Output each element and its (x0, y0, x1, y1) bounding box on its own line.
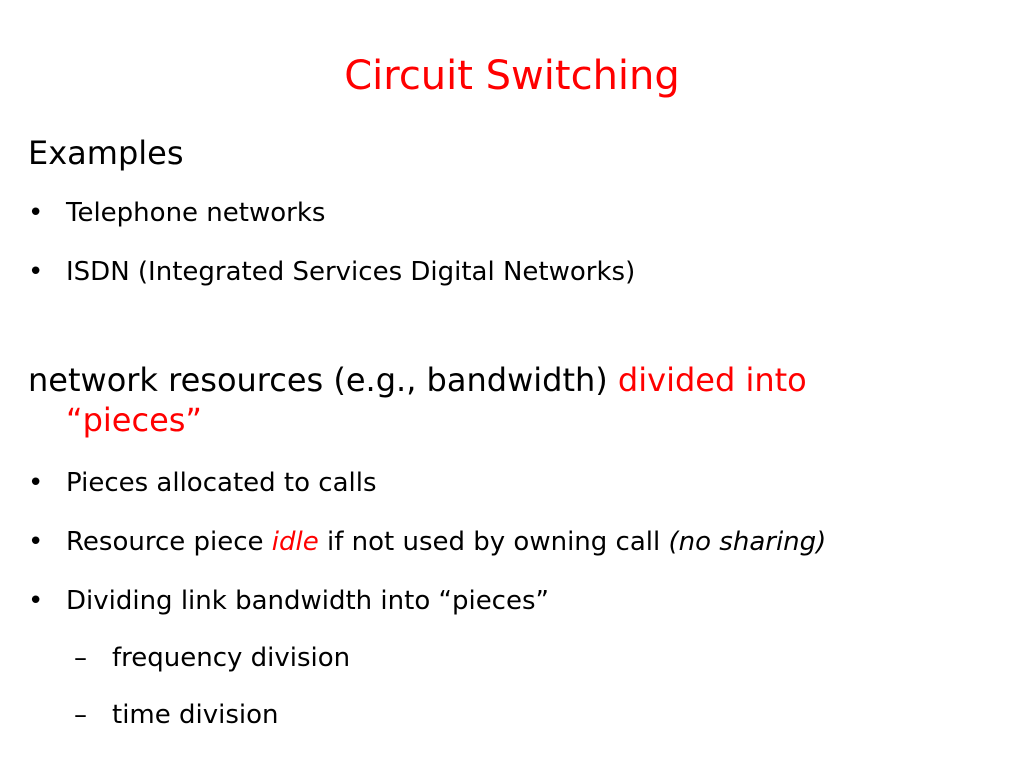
subbullet-time: –time division (74, 697, 279, 733)
idle-emphasis: idle (271, 527, 319, 557)
examples-heading: Examples (28, 134, 184, 172)
bullet-resource-idle: • Resource piece idle if not used by owni… (28, 524, 826, 560)
resources-heading-red: divided into (617, 361, 807, 399)
bullet-text: Pieces allocated to calls (66, 468, 377, 498)
no-sharing-note: (no sharing) (668, 527, 827, 557)
bullet-text: ISDN (Integrated Services Digital Networ… (66, 257, 636, 287)
resources-heading-pieces: “pieces” (66, 401, 202, 439)
sub-mark: – (74, 643, 87, 673)
bullet-isdn: • ISDN (Integrated Services Digital Netwo… (28, 254, 635, 290)
bullet-mark: • (28, 586, 44, 616)
resources-heading-plain: network resources (e.g., bandwidth) (28, 361, 618, 399)
bullet-mark: • (28, 468, 44, 498)
bullet-pieces-allocated: • Pieces allocated to calls (28, 465, 377, 501)
subbullet-text: time division (112, 700, 279, 730)
bullet-text-pre: Resource piece (66, 527, 272, 557)
bullet-telephone: • Telephone networks (28, 195, 325, 231)
bullet-mark: • (28, 198, 44, 228)
bullet-text-mid: if not used by owning call (318, 527, 669, 557)
bullet-dividing-bandwidth: • Dividing link bandwidth into “pieces” (28, 583, 549, 619)
sub-mark: – (74, 700, 87, 730)
slide-title: Circuit Switching (344, 53, 680, 99)
bullet-mark: • (28, 257, 44, 287)
resources-heading: network resources (e.g., bandwidth) divi… (28, 360, 807, 440)
bullet-text: Telephone networks (66, 198, 326, 228)
subbullet-frequency: –frequency division (74, 640, 350, 676)
subbullet-text: frequency division (112, 643, 351, 673)
bullet-mark: • (28, 527, 44, 557)
bullet-text: Dividing link bandwidth into “pieces” (66, 586, 549, 616)
